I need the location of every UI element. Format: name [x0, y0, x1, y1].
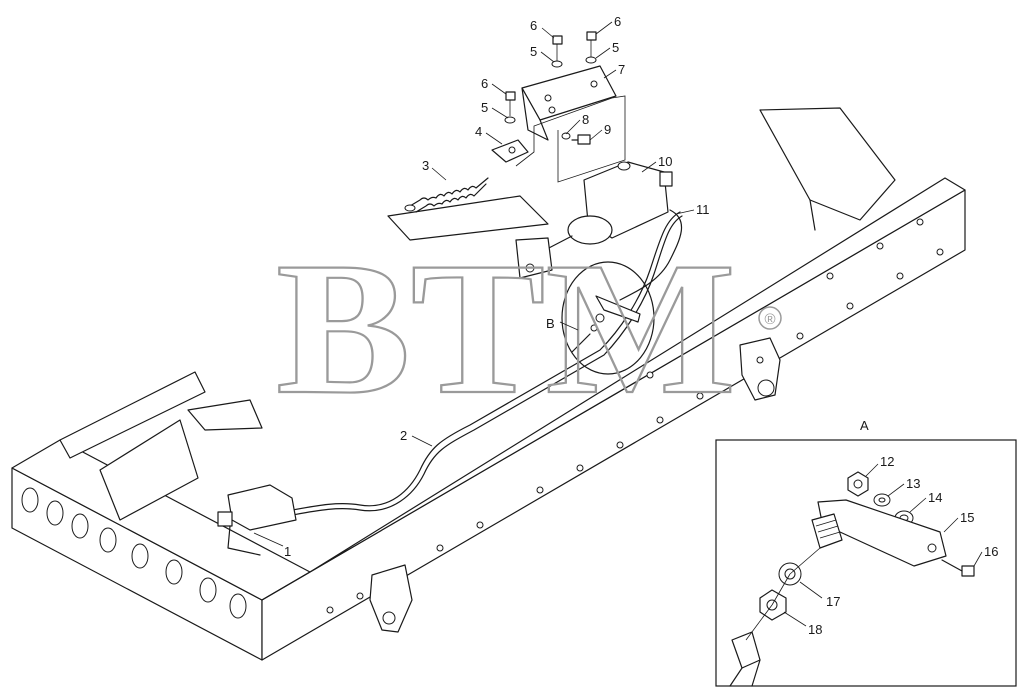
callout-6b: 6	[530, 18, 537, 33]
callout-4: 4	[475, 124, 482, 139]
callout-leaders	[253, 21, 983, 627]
callout-12: 12	[880, 454, 894, 469]
callout-labels: 1 2 3 4 5 5 5 6 6 6 7 8 9 10 11 12 13 14…	[284, 14, 998, 637]
watermark: BTM ®	[275, 223, 782, 435]
bracket-part-4	[491, 139, 529, 163]
bracket-part-7	[521, 65, 617, 141]
callout-6c: 6	[614, 14, 621, 29]
cylinder-part-10	[544, 161, 673, 251]
callout-17: 17	[826, 594, 840, 609]
callout-5b: 5	[530, 44, 537, 59]
svg-text:®: ®	[764, 311, 775, 328]
washers-part-5	[504, 56, 597, 124]
chassis-frame	[11, 107, 966, 661]
bolts-part-6	[505, 31, 597, 116]
callout-18: 18	[808, 622, 822, 637]
callout-5a: 5	[481, 100, 488, 115]
brake-pipe-2	[261, 211, 683, 521]
detail-a-label: A	[860, 418, 869, 433]
callout-10: 10	[658, 154, 672, 169]
detail-b-label: B	[546, 316, 555, 331]
callout-13: 13	[906, 476, 920, 491]
callout-8: 8	[582, 112, 589, 127]
callout-2: 2	[400, 428, 407, 443]
callout-1: 1	[284, 544, 291, 559]
callout-3: 3	[422, 158, 429, 173]
callout-15: 15	[960, 510, 974, 525]
spring-part-3	[404, 177, 489, 213]
detail-b-circle	[561, 261, 655, 375]
callout-6a: 6	[481, 76, 488, 91]
callout-5c: 5	[612, 40, 619, 55]
callout-14: 14	[928, 490, 942, 505]
callout-11: 11	[696, 202, 710, 217]
clevis	[515, 237, 553, 279]
svg-text:BTM: BTM	[276, 224, 736, 434]
callout-9: 9	[604, 122, 611, 137]
callout-7: 7	[618, 62, 625, 77]
valve-part-1	[217, 484, 297, 556]
callout-16: 16	[984, 544, 998, 559]
detail-a-box	[715, 439, 1017, 687]
bolt-part-8-9	[561, 132, 591, 145]
